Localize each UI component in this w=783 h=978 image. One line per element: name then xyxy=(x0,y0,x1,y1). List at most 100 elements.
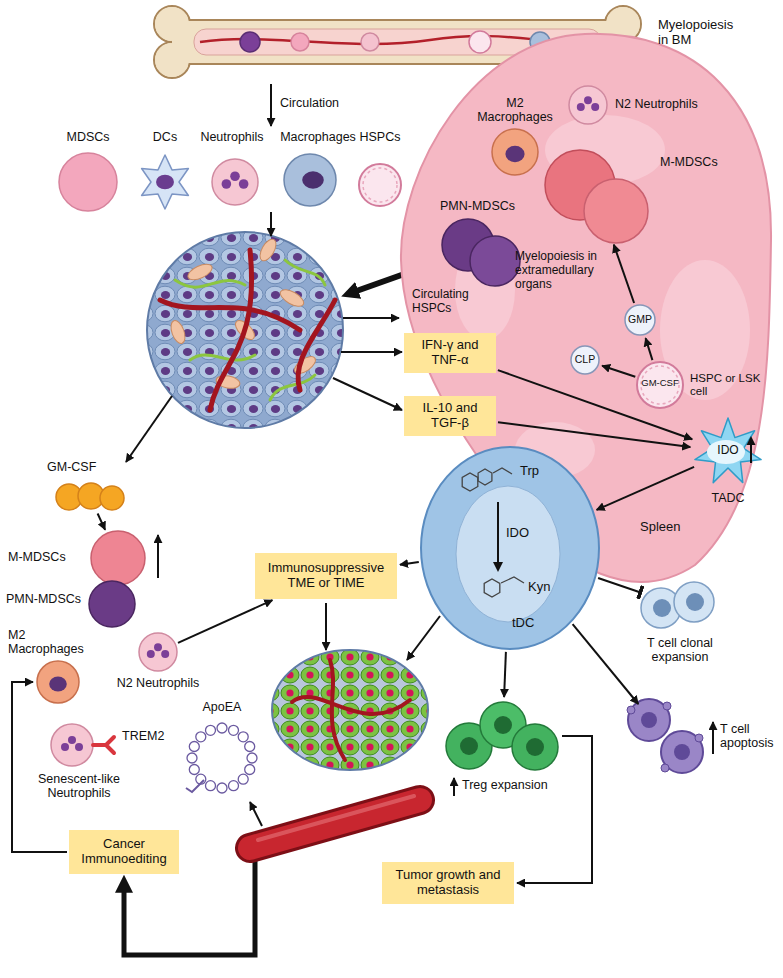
sen-drawing xyxy=(50,723,120,767)
neut-drawing xyxy=(568,85,608,125)
cell-label: Macrophages xyxy=(268,130,368,144)
yellow-box: Cancer Immunoediting xyxy=(69,830,179,874)
cell-label: GMP xyxy=(624,313,656,325)
yellow-box: Tumor growth and metastasis xyxy=(382,862,514,904)
cytokine-node: GM-CSF xyxy=(55,482,125,512)
cell-label: Spleen xyxy=(640,520,700,535)
cell-node: M-MDSCs xyxy=(90,530,146,586)
cell-node: GMP xyxy=(624,304,656,336)
cell-label: Neutrophils xyxy=(182,130,282,144)
cell-label: T cell clonal expansion xyxy=(630,636,730,665)
cell-label: CLP xyxy=(570,353,600,365)
cell-label: M-MDSCs xyxy=(8,550,86,564)
neut-drawing xyxy=(211,158,259,206)
arrow-connector xyxy=(498,422,690,447)
cell-label: IDO xyxy=(506,526,546,541)
treg-drawing xyxy=(445,700,560,772)
cell-label: PMN-MDSCs xyxy=(440,199,530,213)
arrow-connector xyxy=(12,682,67,852)
cell-node: Treg expansion xyxy=(445,700,560,772)
cell-label: GM-CSF xyxy=(47,460,127,474)
pmn1-drawing xyxy=(88,580,136,628)
cell-label: ApoEA xyxy=(197,700,247,714)
cell-node: GM-CSFHSPC or LSK cell xyxy=(636,361,684,409)
cell-node: PMN-MDSCs xyxy=(88,580,136,628)
arrow-connector xyxy=(504,652,506,697)
arrow-connector xyxy=(602,366,635,377)
hspc-drawing xyxy=(358,163,402,207)
arrow-connector xyxy=(498,370,692,439)
cell-node: PMN-MDSCs xyxy=(441,218,521,287)
m2-drawing xyxy=(36,660,80,704)
mm2-drawing xyxy=(544,149,650,244)
cell-node: CLP xyxy=(570,345,600,375)
cell-label: Myelopoiesis in BM xyxy=(658,18,738,48)
box-text: Cancer Immunoediting xyxy=(75,837,173,867)
cell-label: TREM2 xyxy=(122,729,172,743)
m2-drawing xyxy=(491,128,539,176)
arrow-connector xyxy=(597,467,695,510)
yellow-box: IL-10 and TGF-β xyxy=(404,396,496,436)
mdsc-drawing xyxy=(58,152,118,212)
cell-label: DCs xyxy=(115,130,215,144)
cell-label: GM-CSF xyxy=(636,378,684,389)
cell-node: M2 Macrophages xyxy=(36,660,80,704)
box-text: IFN-γ and TNF-α xyxy=(410,338,490,368)
figure-label: Circulation xyxy=(280,96,360,110)
cell-label: N2 Neutrophils xyxy=(108,676,208,690)
arrow-connector xyxy=(646,338,653,360)
cell-node: TREM2Senescent-like Neutrophils xyxy=(50,723,120,767)
cell-node: M-MDSCs xyxy=(544,149,650,244)
cell-label: M2 Macrophages xyxy=(8,628,88,657)
cell-node: Macrophages xyxy=(283,153,337,207)
figure-label: Circulating HSPCs xyxy=(412,288,492,316)
cell-node: N2 Neutrophils xyxy=(568,85,608,125)
cell-label: Myelopoiesis in extramedullary organs xyxy=(515,250,610,291)
box-text: Immunosuppressive TME or TIME xyxy=(261,561,391,591)
cell-label: T cell apoptosis xyxy=(720,722,778,751)
neut-drawing xyxy=(138,632,178,672)
cell-label: TADC xyxy=(693,491,763,505)
cell-label: Trp xyxy=(520,464,560,479)
cell-node: T cell apoptosis xyxy=(625,698,705,775)
tdc-drawing xyxy=(420,446,600,650)
arrow-connector xyxy=(178,600,272,643)
arrow-connector xyxy=(98,514,106,530)
arrow-connector xyxy=(614,245,634,303)
apop-drawing xyxy=(625,698,705,775)
molecule-node: ApoEA xyxy=(182,718,262,798)
cell-label: PMN-MDSCs xyxy=(6,592,86,606)
cell-node: HSPCs xyxy=(358,163,402,207)
tc2-drawing xyxy=(640,580,715,630)
cell-node: T cell clonal expansion xyxy=(640,580,715,630)
cell-label: Treg expansion xyxy=(462,778,572,792)
arrow-connector xyxy=(400,562,419,565)
cell-label: M2 Macrophages xyxy=(470,96,560,125)
cell-label: Senescent-like Neutrophils xyxy=(24,772,134,801)
yellow-box: IFN-γ and TNF-α xyxy=(404,333,496,373)
cell-node: M2 Macrophages xyxy=(491,128,539,176)
cell-label: IDO xyxy=(709,444,747,458)
cell-label: M-MDSCs xyxy=(660,155,730,169)
box-text: IL-10 and TGF-β xyxy=(410,401,490,431)
cell-label: HSPCs xyxy=(330,130,430,144)
inhibition-connector xyxy=(598,578,641,593)
cell-label: MDSCs xyxy=(38,130,138,144)
dc-drawing xyxy=(137,154,193,210)
box-text: Tumor growth and metastasis xyxy=(388,868,508,898)
cell-node: TrpIDOKyntDC xyxy=(420,446,600,650)
cell-node: DCs xyxy=(137,154,193,210)
cell-node: IDOTADC xyxy=(693,417,763,487)
cell-label: Kyn xyxy=(528,580,568,595)
cell-node: N2 Neutrophils xyxy=(138,632,178,672)
orange-drawing xyxy=(55,482,125,512)
cell-label: HSPC or LSK cell xyxy=(690,372,768,398)
mac-drawing xyxy=(283,153,337,207)
apoea-drawing xyxy=(182,718,262,798)
cell-label: N2 Neutrophils xyxy=(615,97,715,111)
cell-node: Neutrophils xyxy=(211,158,259,206)
yellow-box: Immunosuppressive TME or TIME xyxy=(255,553,397,599)
arrow-connector xyxy=(517,736,592,883)
